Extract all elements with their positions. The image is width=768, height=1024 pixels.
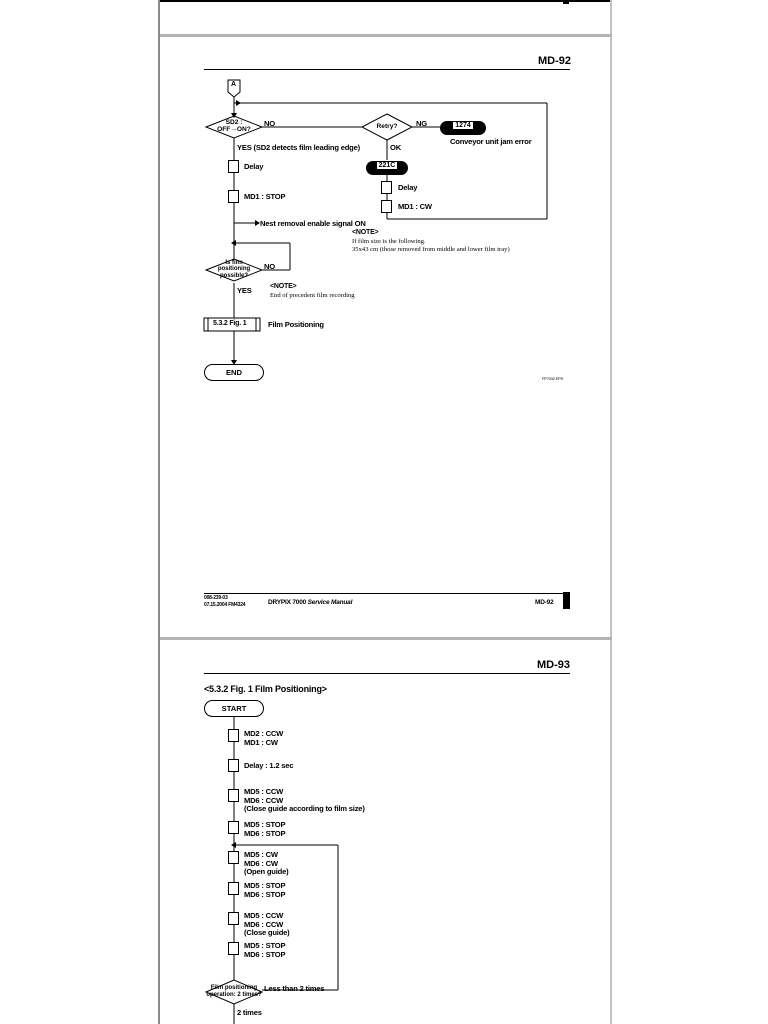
count-decision-text: Film positioning operation: 2 times? bbox=[206, 985, 262, 998]
error-label: Conveyor unit jam error bbox=[450, 137, 532, 146]
page-separator bbox=[160, 34, 612, 37]
footer-doc-number: 008-239-03 bbox=[204, 595, 228, 601]
step-box-3 bbox=[228, 789, 239, 802]
step-5-line-3: (Open guide) bbox=[244, 867, 289, 876]
retry-ng-label: NG bbox=[416, 119, 427, 128]
md1-cw-label: MD1 : CW bbox=[398, 202, 432, 211]
step-box-7 bbox=[228, 912, 239, 925]
step-7-line-2: MD6 : CCW bbox=[244, 919, 284, 929]
connector-a: A bbox=[231, 81, 236, 88]
sd2-decision-text: SD2 : OFF→ON? bbox=[217, 119, 251, 133]
page-right-edge bbox=[610, 0, 612, 1024]
step-7-line-1: MD5 : CCW bbox=[244, 911, 284, 920]
step-box-4 bbox=[228, 821, 239, 834]
previous-page-footer-rule bbox=[160, 0, 610, 2]
step-8-text: MD5 : STOP MD6 : STOP bbox=[244, 941, 286, 959]
step-3-line-2: MD6 : CCW bbox=[244, 795, 284, 805]
retry-decision: Retry? bbox=[376, 123, 398, 130]
note1-title: <NOTE> bbox=[352, 229, 379, 236]
step-3-line-1: MD5 : CCW bbox=[244, 787, 284, 796]
page-number-header: MD-92 bbox=[538, 55, 572, 67]
film-yes-label: YES bbox=[237, 286, 252, 295]
footer-page-number: MD-92 bbox=[535, 599, 554, 606]
step-6-text: MD5 : STOP MD6 : STOP bbox=[244, 881, 286, 899]
start-terminal: START bbox=[204, 700, 264, 717]
note2-line1: End of precedent film recording bbox=[270, 292, 355, 299]
header-rule bbox=[204, 69, 570, 70]
step-7-text: MD5 : CCW MD6 : CCW (Close guide) bbox=[244, 911, 290, 938]
previous-page-footer-mark bbox=[563, 0, 569, 4]
md1-cw-box bbox=[381, 200, 392, 213]
less-than-label: Less than 2 times bbox=[264, 984, 325, 993]
sd2-yes-label: YES (SD2 detects film leading edge) bbox=[237, 143, 360, 152]
note2-title: <NOTE> bbox=[270, 283, 297, 290]
step-1-line-1: MD2 : CCW bbox=[244, 729, 284, 738]
film-no-label: NO bbox=[264, 262, 275, 271]
film-positioning-count-decision: Film positioning operation: 2 times? bbox=[196, 985, 272, 998]
nest-removal-label: Nest removal enable signal ON bbox=[260, 219, 366, 228]
figure-id: FP7032.EPS bbox=[542, 376, 564, 381]
note1-line1: If film size is the following. bbox=[352, 238, 426, 245]
step-5-line-1: MD5 : CW bbox=[244, 850, 278, 859]
step-box-1 bbox=[228, 729, 239, 742]
delay-label: Delay bbox=[244, 162, 264, 171]
footer-black-tab bbox=[563, 592, 570, 609]
step-8-line-2: MD6 : STOP bbox=[244, 949, 286, 959]
step-1-text: MD2 : CCW MD1 : CW bbox=[244, 729, 283, 747]
step-6-line-2: MD6 : STOP bbox=[244, 889, 286, 899]
md1-stop-box bbox=[228, 190, 239, 203]
delay-label-2: Delay bbox=[398, 183, 418, 192]
ref-box-label: 5.3.2 Fig. 1 bbox=[213, 320, 247, 327]
step-2-line-1: Delay : 1.2 sec bbox=[244, 761, 294, 770]
footer-rule bbox=[204, 593, 570, 594]
step-6-line-1: MD5 : STOP bbox=[244, 881, 286, 890]
step-box-2 bbox=[228, 759, 239, 772]
header-rule-2 bbox=[204, 673, 570, 674]
step-4-line-1: MD5 : STOP bbox=[244, 820, 286, 829]
error-code: 1274 bbox=[453, 122, 473, 129]
film-positioning-decision: Is film positioning possible? bbox=[206, 260, 262, 279]
step-8-line-1: MD5 : STOP bbox=[244, 941, 286, 950]
step-box-6 bbox=[228, 882, 239, 895]
footer-manual-italic: Service Manual bbox=[307, 599, 353, 606]
step-4-line-2: MD6 : STOP bbox=[244, 828, 286, 838]
step-3-text: MD5 : CCW MD6 : CCW (Close guide accordi… bbox=[244, 787, 365, 814]
page-left-edge bbox=[158, 0, 160, 1024]
delay-box-2 bbox=[381, 181, 392, 194]
step-7-line-3: (Close guide) bbox=[244, 928, 290, 937]
md1-stop-label: MD1 : STOP bbox=[244, 192, 286, 201]
code-221c-terminal: 221C bbox=[366, 161, 408, 175]
step-5-text: MD5 : CW MD6 : CW (Open guide) bbox=[244, 850, 289, 877]
sd2-decision: SD2 : OFF→ON? bbox=[206, 119, 262, 133]
step-box-8 bbox=[228, 942, 239, 955]
delay-box bbox=[228, 160, 239, 173]
page-number-header-2: MD-93 bbox=[537, 659, 571, 671]
sd2-no-label: NO bbox=[264, 119, 275, 128]
step-box-5 bbox=[228, 851, 239, 864]
end-terminal: END bbox=[204, 364, 264, 381]
error-1274-terminal: 1274 bbox=[440, 121, 486, 135]
two-times-label: 2 times bbox=[237, 1008, 262, 1017]
footer-manual-title: DRYPIX 7000 Service Manual bbox=[268, 599, 352, 606]
step-5-line-2: MD6 : CW bbox=[244, 858, 278, 868]
step-3-line-3: (Close guide according to film size) bbox=[244, 804, 365, 813]
step-4-text: MD5 : STOP MD6 : STOP bbox=[244, 820, 286, 838]
film-decision-text: Is film positioning possible? bbox=[217, 260, 251, 279]
code-221c: 221C bbox=[376, 162, 398, 169]
step-1-line-2: MD1 : CW bbox=[244, 738, 278, 747]
footer-doc-date: 07.15.2004 FM4324 bbox=[204, 602, 246, 608]
page-separator-2 bbox=[160, 637, 612, 640]
note1-line2: 35x43 cm (those removed from middle and … bbox=[352, 246, 510, 253]
retry-ok-label: OK bbox=[390, 143, 401, 152]
section-title: <5.3.2 Fig. 1 Film Positioning> bbox=[204, 684, 327, 694]
ref-label: Film Positioning bbox=[268, 320, 324, 329]
footer-manual-name: DRYPIX 7000 bbox=[268, 599, 307, 606]
